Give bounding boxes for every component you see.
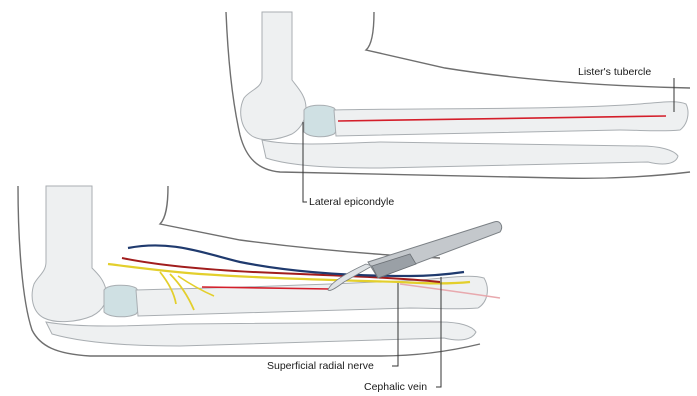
top-radial-head [304,105,339,137]
bottom-humerus [32,186,106,322]
lateral-epicondyle-label: Lateral epicondyle [309,196,394,208]
top-humerus [241,12,306,140]
top-forearm-panel [226,12,690,202]
bottom-forearm-panel [18,186,502,387]
bottom-skin-outline-upper [160,186,440,258]
bottom-radial-head [104,285,141,317]
superficial-radial-nerve-label: Superficial radial nerve [267,360,374,372]
listers-tubercle-label: Lister's tubercle [578,66,651,78]
cephalic-vein-label: Cephalic vein [364,381,427,393]
bottom-ulna [46,322,476,346]
top-ulna [262,140,678,168]
